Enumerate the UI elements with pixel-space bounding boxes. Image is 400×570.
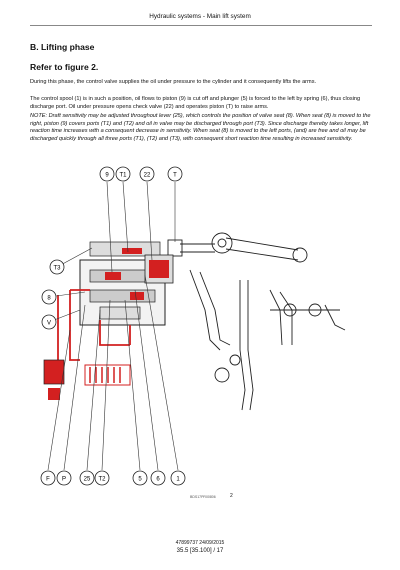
figure-number: 2 bbox=[230, 493, 233, 499]
callout-8: 8 bbox=[41, 289, 57, 305]
figure-reference-code: BDS17PR00806 bbox=[190, 495, 216, 499]
lift-linkage bbox=[167, 232, 346, 411]
callout-label: 8 bbox=[47, 296, 51, 302]
paragraph-intro: During this phase, the control valve sup… bbox=[30, 79, 317, 85]
callout-t2: T2 bbox=[94, 470, 110, 486]
callout-label: 6 bbox=[156, 477, 160, 483]
callout-label: T2 bbox=[98, 477, 106, 483]
callout-t1: T1 bbox=[115, 166, 131, 182]
header-divider bbox=[30, 25, 372, 26]
footer-page-number: 35.5 [35.100] / 17 bbox=[176, 548, 224, 554]
callout-label: 5 bbox=[138, 477, 142, 483]
oil-pressure-lines bbox=[57, 289, 131, 365]
callout-5: 5 bbox=[132, 470, 148, 486]
leader-lines bbox=[47, 181, 179, 471]
hydraulic-lift-diagram: 9 T1 22 T T3 8 V F bbox=[40, 166, 346, 486]
callout-25: 25 bbox=[79, 470, 95, 486]
callout-22: 22 bbox=[139, 166, 155, 182]
footer-document-code: 47899737 24/09/2015 bbox=[175, 540, 225, 546]
callout-label: F bbox=[46, 477, 50, 483]
callout-label: 1 bbox=[176, 477, 180, 483]
callout-label: 22 bbox=[144, 173, 151, 179]
callout-t: T bbox=[167, 166, 183, 182]
callout-p: P bbox=[56, 470, 72, 486]
callout-9: 9 bbox=[99, 166, 115, 182]
figure-reference-heading: Refer to figure 2. bbox=[30, 62, 99, 72]
control-valve-body bbox=[79, 241, 166, 326]
callout-label: 25 bbox=[84, 477, 91, 483]
callout-label: T bbox=[173, 173, 177, 179]
lift-cylinder bbox=[144, 254, 174, 284]
callout-v: V bbox=[41, 314, 57, 330]
callout-label: P bbox=[62, 477, 66, 483]
paragraph-control-spool: The control spool (1) is in such a posit… bbox=[30, 96, 361, 110]
callout-t3: T3 bbox=[49, 259, 65, 275]
callout-f: F bbox=[40, 470, 56, 486]
section-title: B. Lifting phase bbox=[30, 42, 95, 52]
callout-6: 6 bbox=[150, 470, 166, 486]
callout-label: 9 bbox=[105, 173, 109, 179]
note-paragraph: NOTE: Draft sensitivity may be adjusted … bbox=[30, 113, 371, 142]
callout-label: T1 bbox=[119, 173, 127, 179]
callout-1: 1 bbox=[170, 470, 186, 486]
page-header: Hydraulic systems - Main lift system bbox=[149, 13, 251, 20]
callout-label: T3 bbox=[53, 266, 61, 272]
pump-and-tank bbox=[43, 359, 131, 400]
callout-label: V bbox=[47, 321, 51, 327]
